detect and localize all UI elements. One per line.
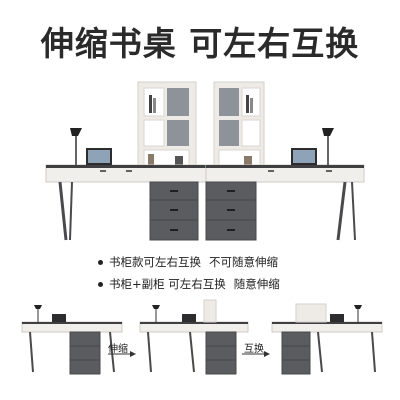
feature-note: 随意伸缩 <box>233 277 280 291</box>
step-label-swap: 互换 <box>244 344 264 355</box>
feature-note: 不可随意伸缩 <box>209 255 278 269</box>
headline: 伸缩书桌 可左右互换 <box>40 24 360 63</box>
step1-desk <box>21 305 123 375</box>
bullet-icon <box>98 281 103 287</box>
feature-main: 书柜款可左右互换 <box>109 255 201 269</box>
arrow-icon <box>242 351 270 357</box>
feature-list: 书柜款可左右互换不可随意伸缩 书柜+副柜 可左右互换随意伸缩 <box>98 254 280 298</box>
feature-main: 书柜+副柜 可左右互换 <box>109 277 226 291</box>
step2-desk <box>139 299 249 375</box>
step-label-extend: 伸缩 <box>108 344 128 355</box>
bullet-icon <box>98 259 103 265</box>
step3-desk <box>271 303 383 375</box>
arrow-icon <box>108 351 136 357</box>
left-desk-set <box>45 81 207 241</box>
right-desk-set <box>205 81 365 241</box>
feature-item: 书柜款可左右互换不可随意伸缩 <box>98 254 280 274</box>
feature-item: 书柜+副柜 可左右互换随意伸缩 <box>98 276 280 296</box>
